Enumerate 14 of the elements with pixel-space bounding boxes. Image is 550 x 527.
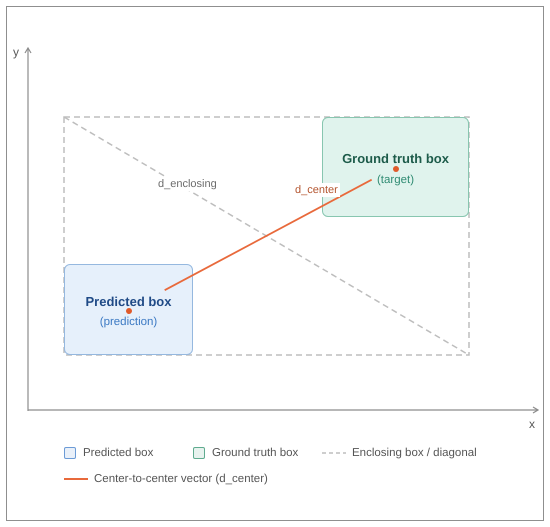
connector-line bbox=[164, 178, 372, 291]
legend-label: Enclosing box / diagonal bbox=[352, 446, 477, 461]
box-subtitle: (prediction) bbox=[98, 315, 158, 329]
legend-label: Predicted box bbox=[83, 446, 154, 461]
box-title: Ground truth box bbox=[341, 151, 450, 166]
box-subtitle: (target) bbox=[376, 173, 416, 187]
axis-label: x bbox=[529, 416, 535, 432]
edge-label: d_center bbox=[293, 183, 340, 197]
box-title: Predicted box bbox=[84, 294, 172, 308]
bounding-box bbox=[64, 264, 193, 355]
distance-label: d_enclosing bbox=[156, 177, 219, 191]
axis-label: y bbox=[13, 44, 19, 60]
legend-label: Center-to-center vector (d_center) bbox=[94, 472, 268, 487]
legend-label: Ground truth box bbox=[212, 446, 298, 461]
